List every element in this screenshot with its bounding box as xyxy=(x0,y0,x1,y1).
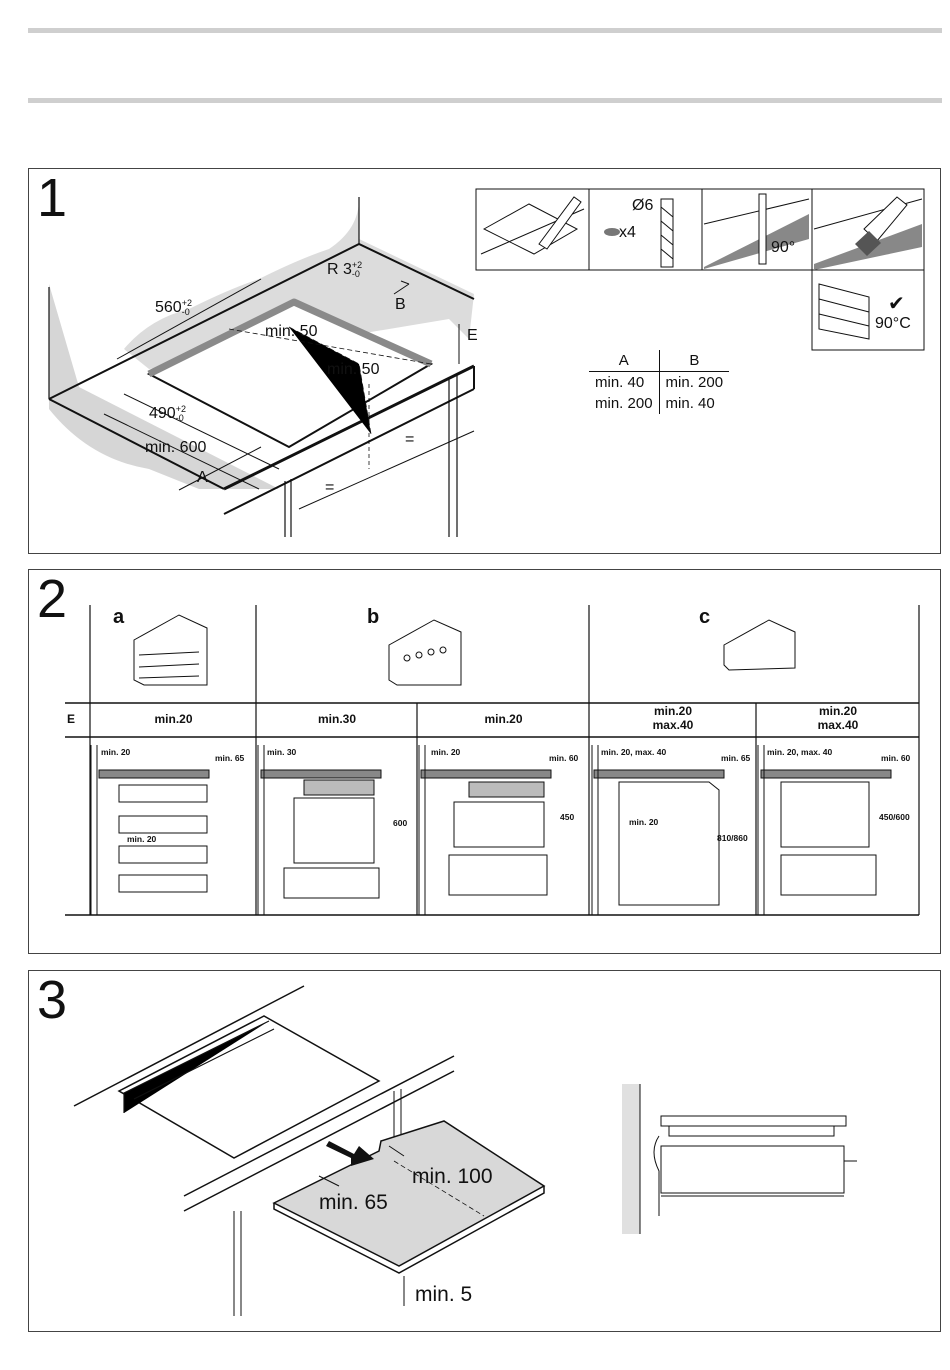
c2-height: 600 xyxy=(393,818,408,828)
col-header-4: min.20 max.40 xyxy=(590,704,756,732)
header-rule-bottom xyxy=(28,98,942,103)
col-header-3: min.20 xyxy=(484,712,523,726)
check-icon: ✔ xyxy=(888,293,905,315)
angle-90: 90° xyxy=(771,239,796,256)
col-header-5: min.20 max.40 xyxy=(757,704,919,732)
dim-490-value: 490 xyxy=(149,405,176,423)
ab-header-b: B xyxy=(659,350,730,372)
equal-mark-2: = xyxy=(325,479,335,496)
countertop-cutout-diagram xyxy=(48,188,925,537)
c1-top-left: min. 20 xyxy=(101,747,131,757)
panel-step-3: 3 min. 100 min. 65 min. 5 xyxy=(28,970,941,1332)
dim-560-tol-top: +2 xyxy=(181,298,192,308)
variant-label-a: a xyxy=(113,606,125,628)
tool-strip xyxy=(475,188,925,351)
c4-height: 810/860 xyxy=(717,833,748,843)
panel-step-2: 2 a b c E min.20 min.30 min.20 min.20 ma… xyxy=(28,569,941,954)
col-header-5-line1: min.20 xyxy=(818,704,857,718)
dim-560-tol-bot: -0 xyxy=(181,307,190,317)
c3-top-right: min. 60 xyxy=(549,753,579,763)
dim-min100: min. 100 xyxy=(412,1165,493,1188)
c5-height: 450/600 xyxy=(879,812,910,822)
dim-radius-tol-top: +2 xyxy=(351,260,363,270)
c5-top-left: min. 20, max. 40 xyxy=(767,747,833,757)
c4-top-right: min. 65 xyxy=(721,753,751,763)
panel-step-1: 1 R 3+2-0 560+2-0 490+2-0 min. 50 min. 5… xyxy=(28,168,941,554)
equal-mark-1: = xyxy=(405,431,415,448)
dim-radius-tol-bot: -0 xyxy=(351,269,360,279)
variant-label-c: c xyxy=(699,606,711,628)
dim-depth-490: 490+2-0 xyxy=(149,405,186,423)
c4-top-left: min. 20, max. 40 xyxy=(601,747,667,757)
c3-height: 450 xyxy=(560,812,575,822)
dim-min5: min. 5 xyxy=(415,1283,473,1306)
c1-mid: min. 20 xyxy=(127,834,157,844)
c4-mid: min. 20 xyxy=(629,817,659,827)
temperature: 90°C xyxy=(875,315,911,332)
dim-min50-back: min. 50 xyxy=(265,323,318,340)
label-E: E xyxy=(467,327,478,344)
dim-min65: min. 65 xyxy=(319,1191,388,1214)
ab-table: A B min. 40 min. 200 min. 200 min. 40 xyxy=(589,350,730,414)
c2-top-left: min. 30 xyxy=(267,747,297,757)
dim-min600: min. 600 xyxy=(145,439,207,456)
col-header-5-line2: max.40 xyxy=(817,718,859,732)
c5-top-right: min. 60 xyxy=(881,753,911,763)
c1-top-right: min. 65 xyxy=(215,753,245,763)
dim-width-560: 560+2-0 xyxy=(155,299,192,317)
header-rule-top xyxy=(28,28,942,33)
drill-diameter: Ø6 xyxy=(632,197,654,214)
screw-count: x4 xyxy=(619,224,636,241)
dim-radius-value: R 3 xyxy=(327,261,352,279)
col-header-2: min.30 xyxy=(317,712,356,726)
dim-min50-side: min. 50 xyxy=(327,361,380,378)
step-number: 1 xyxy=(37,168,68,228)
col-header-1: min.20 xyxy=(154,712,193,726)
installation-variants-diagram xyxy=(65,605,920,916)
ab-header-a: A xyxy=(589,350,660,372)
ab-cell: min. 40 xyxy=(665,395,715,412)
dim-490-tol-top: +2 xyxy=(175,404,186,414)
step-number: 3 xyxy=(37,970,68,1030)
ab-cell: min. 200 xyxy=(665,374,724,391)
ventilation-board-diagram xyxy=(73,985,857,1316)
row-label-E: E xyxy=(67,712,76,726)
dim-560-value: 560 xyxy=(155,299,182,317)
ab-cell: min. 40 xyxy=(589,371,660,393)
col-header-4-line2: max.40 xyxy=(652,718,694,732)
label-B: B xyxy=(395,296,406,313)
label-A: A xyxy=(197,469,208,486)
ab-cell: min. 200 xyxy=(589,393,660,414)
col-header-4-line1: min.20 xyxy=(653,704,692,718)
variant-label-b: b xyxy=(367,606,380,628)
c3-top-left: min. 20 xyxy=(431,747,461,757)
dim-490-tol-bot: -0 xyxy=(175,413,184,423)
step-number: 2 xyxy=(37,569,68,629)
dim-radius: R 3+2-0 xyxy=(327,261,362,279)
